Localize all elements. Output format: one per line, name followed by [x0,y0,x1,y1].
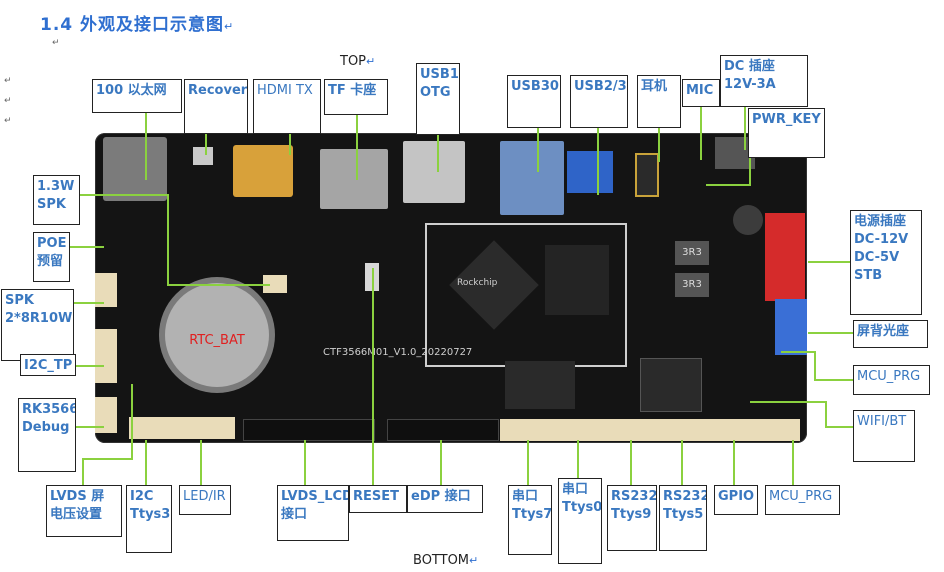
inductor: 3R3 [675,273,709,297]
edp-header [387,419,499,441]
leader-line [80,194,270,286]
label-lvds-lcd: LVDS_LCD 接口 [277,485,349,541]
label-usb-otg: USB1 OTG [416,63,460,135]
label-mic: MIC [682,79,720,107]
power-header [765,213,805,301]
backlight-header [775,299,807,355]
usb23-header [567,151,613,193]
tf-card-slot [320,149,388,209]
label-lvds-voltage: LVDS 屏 电压设置 [46,485,122,537]
label-i2c-tp: I2C_TP [20,354,76,376]
rtc-battery [165,283,269,387]
label-poe: POE 预留 [33,232,70,282]
capacitor [733,205,763,235]
label-pwr-key: PWR_KEY [748,108,825,158]
label-earphone: 耳机 [637,75,681,128]
label-uart-ttys7: 串口 Ttys7 [508,485,552,555]
label-usb23: USB2/3 [570,75,628,128]
board-photo: 3R3 3R3 Rockchip RTC_BAT CTF3566M01_V1.0… [95,133,807,443]
label-mcu-prg-right: MCU_PRG [853,365,930,395]
return-mark: ↵ [469,554,479,567]
label-reset: RESET [349,485,407,513]
leader-line [706,158,751,186]
label-rs232-ttys9: RS232 Ttys9 [607,485,657,551]
label-gpio: GPIO [714,485,758,515]
label-rs232-ttys5: RS232 Ttys5 [659,485,707,551]
memory-chip [545,245,609,315]
spk13-connector [263,275,287,293]
label-spk-2x8r: SPK 2*8R10W [1,289,74,361]
recover-button-part [193,147,213,165]
section-heading: 1.4 外观及接口示意图↵ [40,10,234,35]
label-usb30: USB30 [507,75,561,128]
usb30-port [500,141,564,215]
bottom-caption-text: BOTTOM [413,553,470,568]
spk-connector [95,273,117,307]
debug-connector [95,397,117,433]
leader-line [750,401,853,428]
label-led-ir: LED/IR [179,485,231,515]
usb-otg-port [403,141,465,203]
label-dc-socket: DC 插座 12V-3A [720,55,808,107]
return-mark: ↵ [52,38,60,48]
bottom-caption: BOTTOM↵ [413,553,478,568]
label-uart-ttys0: 串口 Ttys0 [558,478,602,564]
section-heading-text: 1.4 外观及接口示意图 [40,15,225,35]
rtc-label: RTC_BAT [189,333,245,348]
label-wifi-bt: WIFI/BT [853,410,915,462]
leader-line [781,351,853,381]
lvds-lcd-header [243,419,375,441]
label-backlight: 屏背光座 [853,320,928,348]
label-spk-1w3: 1.3W SPK [33,175,80,225]
return-mark: ↵ [224,20,235,33]
return-mark: ↵ [4,116,12,126]
label-mcu-prg-bottom: MCU_PRG [765,485,840,515]
label-power-socket: 电源插座 DC-12V DC-5V STB [850,210,922,315]
i2c-tp-connector [95,329,117,383]
label-hdmi-tx: HDMI TX [253,79,321,134]
emmc-chip [505,361,575,409]
label-debug: RK3566 Debug [18,398,76,472]
board-silk-model: CTF3566M01_V1.0_20220727 [323,347,473,358]
top-caption: TOP↵ [340,54,375,69]
label-recover: Recover [184,79,248,134]
inductor: 3R3 [675,241,709,265]
wifi-module [640,358,702,412]
leader-line [82,384,133,485]
return-mark: ↵ [4,76,12,86]
return-mark: ↵ [4,96,12,106]
bottom-uart-headers [500,419,800,441]
label-edp: eDP 接口 [407,485,483,513]
top-caption-text: TOP [340,54,367,69]
return-mark: ↵ [366,55,376,68]
label-i2c-ttys3: I2C Ttys3 [126,485,172,553]
label-tf-slot: TF 卡座 [324,79,388,115]
lvds-voltage-header [129,417,235,439]
hdmi-connector [233,145,293,197]
ethernet-jack [103,137,167,201]
label-ethernet: 100 以太网 [92,79,182,113]
soc-brand: Rockchip [457,278,498,288]
earphone-jack [635,153,659,197]
